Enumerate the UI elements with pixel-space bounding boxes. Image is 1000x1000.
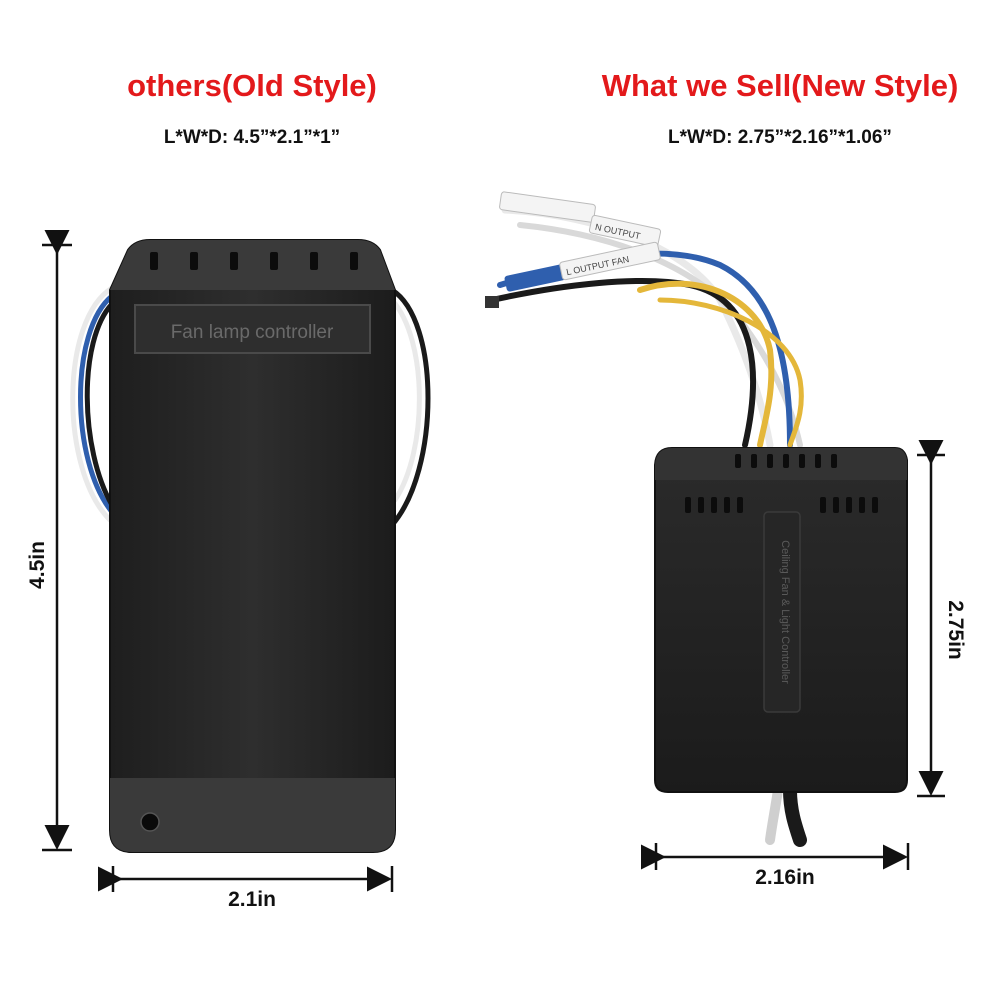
- left-dimensions: L*W*D: 4.5”*2.1”*1”: [163, 127, 341, 148]
- old-device-label: Fan lamp controller: [171, 322, 334, 343]
- wire-tags: N OUTPUT L OUTPUT FAN: [485, 191, 662, 308]
- new-height-label: 2.75in: [944, 600, 967, 660]
- old-width-label: 2.1in: [228, 888, 276, 911]
- new-width-label: 2.16in: [755, 866, 815, 889]
- new-top-vents: [735, 454, 837, 468]
- bottom-cable: [765, 783, 807, 847]
- old-vents: [150, 252, 358, 270]
- old-height-label: 4.5in: [26, 541, 49, 589]
- right-title: What we Sell(New Style): [601, 68, 959, 103]
- old-height-arrow: [42, 230, 72, 852]
- left-title: others(Old Style): [127, 68, 377, 103]
- old-controller: Fan lamp controller: [70, 239, 431, 853]
- screw-hole-icon: [140, 812, 160, 832]
- new-width-arrow: [641, 843, 910, 870]
- new-controller: N OUTPUT L OUTPUT FAN: [485, 191, 908, 847]
- old-width-arrow: [98, 866, 394, 892]
- old-wires: [70, 285, 431, 528]
- right-dimensions: L*W*D: 2.75”*2.16”*1.06”: [668, 127, 892, 148]
- new-side-vents: [685, 497, 878, 513]
- new-height-arrow: [917, 440, 945, 798]
- new-device-label: Ceiling Fan & Light Controller: [779, 540, 791, 684]
